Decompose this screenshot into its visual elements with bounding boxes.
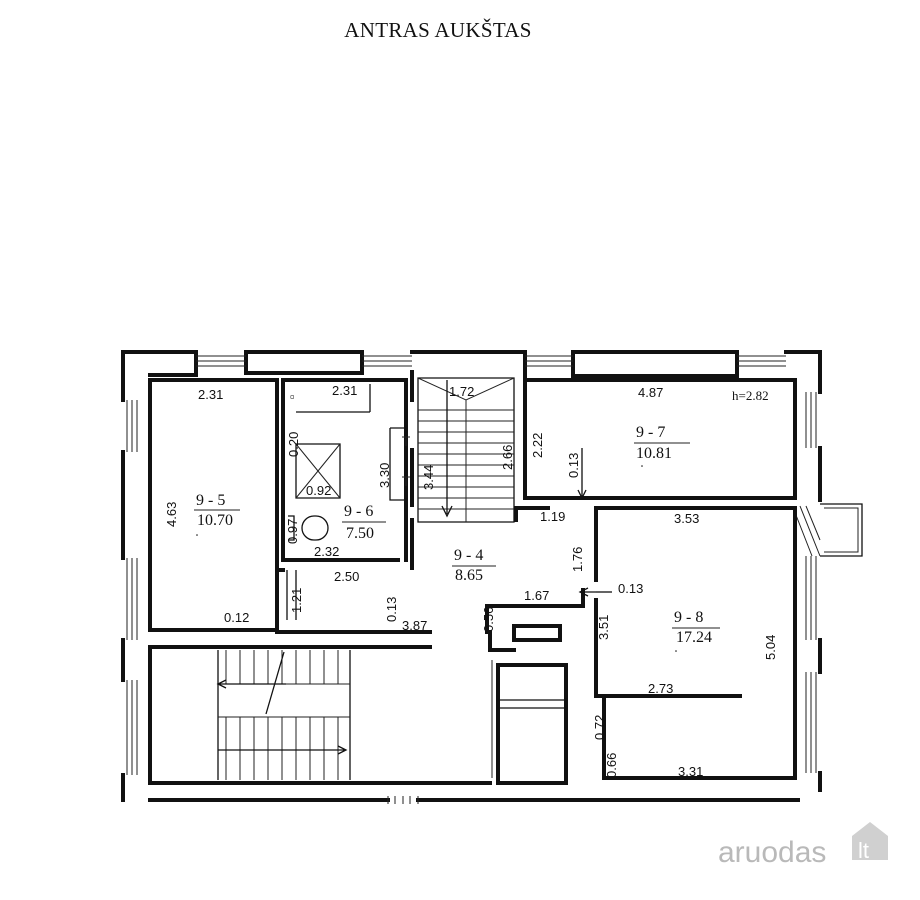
dim-stair-right: 2.66 [500, 445, 515, 470]
windows [126, 355, 817, 804]
dim-9-8-width: 3.53 [674, 511, 699, 526]
room-area-9-5: 10.70 [197, 512, 233, 529]
dim-wc-depth: 0.97 [285, 519, 300, 544]
dim-corridor-right: 1.76 [570, 547, 585, 572]
dim-corridor-passage: 1.67 [524, 588, 549, 603]
dim-niche-depth: 1.21 [289, 588, 304, 613]
svg-text:▫: ▫ [290, 389, 295, 404]
room-9-4 [275, 370, 589, 652]
plan-title: ANTRAS AUKŠTAS [344, 18, 532, 42]
room-area-9-4: 8.65 [455, 567, 483, 584]
dim-wall-thickness-left: 0.12 [224, 610, 249, 625]
watermark: aruodas lt [718, 822, 888, 869]
dim-closet-bottom: 0.66 [604, 753, 619, 778]
dim-shower-width: 0.92 [306, 483, 331, 498]
room-area-9-7: 10.81 [636, 445, 672, 462]
ceiling-height-note: h=2.82 [732, 388, 769, 403]
dim-9-7-left: 2.22 [530, 433, 545, 458]
storage-blocks [491, 624, 568, 785]
dim-9-8-wall: 0.13 [618, 581, 643, 596]
room-labels: 9 - 5 10.70 9 - 6 7.50 9 - 4 8.65 9 - 7 … [194, 388, 769, 646]
dim-9-7-width: 4.87 [638, 385, 663, 400]
room-9-8 [578, 506, 797, 780]
dim-shower-depth: 0.20 [286, 432, 301, 457]
dim-9-6-height: 3.30 [377, 463, 392, 488]
dim-closet-width: 2.73 [648, 681, 673, 696]
dim-wall-thickness-mid: 0.13 [384, 597, 399, 622]
balcony [793, 503, 863, 557]
dim-9-6-bottom: 2.32 [314, 544, 339, 559]
dim-corridor-step: 1.19 [540, 509, 565, 524]
dim-corridor-small: 0.56 [481, 607, 496, 632]
room-id-9-8: 9 - 8 [674, 609, 703, 626]
dim-corridor-length: 3.87 [402, 618, 427, 633]
dim-closet-length: 3.31 [678, 764, 703, 779]
dim-stair-width: 1.72 [449, 384, 474, 399]
watermark-suffix: lt [858, 838, 869, 863]
dimension-labels: 2.31 2.31 1.72 4.87 4.63 0.20 0.92 3.30 … [164, 383, 778, 779]
room-9-6: ▫ [281, 378, 410, 562]
exterior-walls [121, 350, 822, 802]
room-id-9-7: 9 - 7 [636, 424, 665, 441]
dim-9-5-height: 4.63 [164, 502, 179, 527]
dim-9-6-width: 2.31 [332, 383, 357, 398]
dim-closet-depth: 0.72 [592, 715, 607, 740]
room-area-9-6: 7.50 [346, 525, 374, 542]
room-id-9-5: 9 - 5 [196, 492, 225, 509]
room-area-9-8: 17.24 [676, 629, 712, 646]
dim-9-5-width: 2.31 [198, 387, 223, 402]
staircase-upper [417, 377, 515, 523]
room-id-9-6: 9 - 6 [344, 503, 373, 520]
room-id-9-4: 9 - 4 [454, 547, 483, 564]
dim-9-7-wall: 0.13 [566, 453, 581, 478]
dim-stair-length: 3.44 [421, 465, 436, 490]
watermark-text: aruodas [718, 836, 826, 869]
staircase-lower [148, 645, 492, 785]
room-9-7 [523, 378, 797, 500]
dim-9-8-left: 3.51 [596, 615, 611, 640]
dim-9-8-height: 5.04 [763, 635, 778, 660]
dim-corridor-width: 2.50 [334, 569, 359, 584]
